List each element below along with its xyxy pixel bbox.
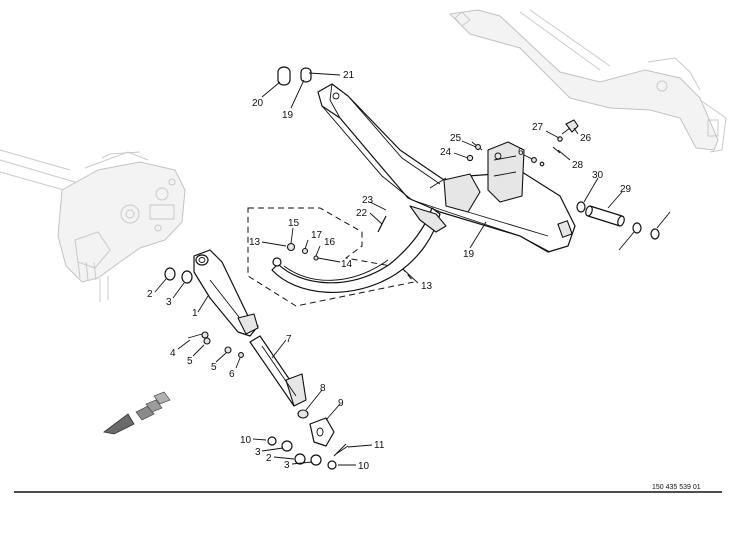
callout-24: 26 [580, 133, 592, 144]
nut-part-22 [466, 154, 474, 162]
callout-19-left: 20 [252, 98, 264, 109]
callout-6-lower: 6 [229, 369, 235, 380]
callout-14: 15 [288, 218, 300, 229]
callout-labels: 20 19 21 25 24 6 27 26 28 30 29 19 23 22… [147, 70, 632, 472]
washer-part-16 [301, 247, 309, 255]
bushing-part-2-lower [294, 453, 306, 465]
ring-part-3-lower-a [281, 440, 293, 452]
background-machine-left [0, 149, 186, 302]
ring-part-30 [650, 228, 660, 240]
ring-part-10-left [267, 436, 277, 446]
ring-part-28 [576, 201, 586, 213]
washer-part-14 [286, 242, 296, 252]
washer-part-6-upper [531, 157, 545, 167]
spring-pin-part-11 [333, 443, 349, 457]
bushing-part-19-left [277, 66, 291, 86]
grease-nipple-part-24 [561, 119, 579, 135]
ring-part-3-lower-b [310, 454, 322, 466]
washer-part-8 [297, 409, 309, 419]
callout-22: 24 [440, 147, 452, 158]
callout-16: 17 [311, 230, 323, 241]
callout-15: 16 [324, 237, 336, 248]
callout-10-right: 10 [358, 461, 370, 472]
callout-5-left: 5 [187, 356, 193, 367]
arm-part-1 [193, 249, 259, 337]
ring-part-29 [632, 222, 642, 234]
callout-10-left: 10 [240, 435, 252, 446]
callout-6-upper: 6 [518, 147, 524, 158]
pin-part-26 [552, 146, 561, 154]
callout-27: 29 [620, 184, 632, 195]
callout-23: 25 [450, 133, 462, 144]
curved-tine-spring [271, 205, 447, 293]
callout-12: 13 [421, 281, 433, 292]
assembly-group-12 [247, 207, 415, 307]
clamp-part-9 [309, 417, 335, 447]
bushing-part-19-right [300, 67, 312, 83]
callout-18: 19 [282, 110, 294, 121]
callout-1: 1 [192, 308, 198, 319]
ring-part-10-right [327, 460, 337, 470]
washer-part-6-lower [238, 352, 244, 358]
callout-2-lower: 2 [266, 453, 272, 464]
callout-13-left: 13 [249, 237, 261, 248]
background-machine-right [448, 9, 727, 153]
callout-4: 4 [170, 348, 176, 359]
callout-2-upper: 2 [147, 289, 153, 300]
drawing-reference-code: 150 435 539 01 [652, 484, 701, 491]
callout-21: 23 [362, 195, 374, 206]
main-frame-part-17 [317, 83, 576, 253]
callout-20: 22 [356, 208, 368, 219]
bolt-part-15 [313, 255, 319, 261]
callout-28: 30 [592, 170, 604, 181]
callout-25: 27 [532, 122, 544, 133]
callout-19-right: 21 [343, 70, 355, 81]
callout-7: 7 [286, 334, 292, 345]
direction-arrow-icon [103, 391, 171, 435]
callout-11: 11 [374, 440, 385, 451]
callout-3-lower-b: 3 [284, 460, 290, 471]
callout-3-lower-a: 3 [255, 447, 261, 458]
nut-part-5 [203, 337, 232, 354]
bushing-part-2-upper [164, 267, 176, 281]
callout-17: 19 [463, 249, 475, 260]
callout-8: 8 [320, 383, 326, 394]
callout-26: 28 [572, 160, 584, 171]
callout-13-right: 14 [341, 259, 353, 270]
leader-lines [154, 72, 671, 466]
callout-9: 9 [338, 398, 344, 409]
rod-part-7 [249, 335, 307, 407]
callout-3-upper: 3 [166, 297, 172, 308]
ring-part-3-upper [181, 270, 193, 284]
bolt-part-4 [187, 331, 209, 339]
callout-5-right: 5 [211, 362, 217, 373]
pin-part-27 [585, 205, 625, 227]
